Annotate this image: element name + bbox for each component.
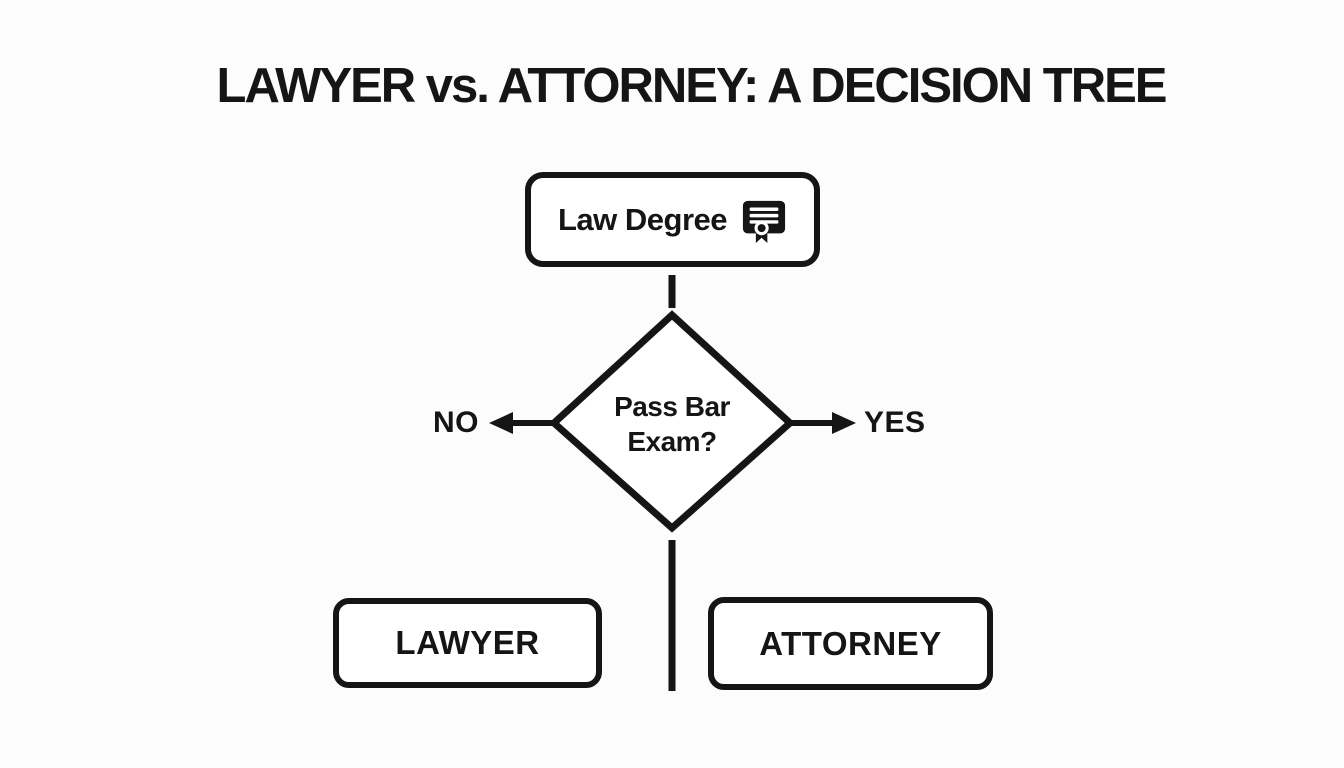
no-arrow-head [489, 412, 513, 434]
page-title: LAWYER vs. ATTORNEY: A DECISION TREE [216, 59, 1168, 113]
branch-label-yes: YES [864, 406, 926, 439]
branch-label-no: NO [433, 406, 479, 439]
node-law-degree: Law Degree [525, 172, 820, 267]
yes-arrow-head [832, 412, 856, 434]
decision-label: Pass Bar Exam? [614, 391, 730, 457]
law-degree-label: Law Degree [557, 201, 728, 237]
attorney-label: ATTORNEY [759, 624, 942, 662]
lawyer-label: LAWYER [395, 624, 540, 661]
certificate-icon [742, 200, 786, 243]
node-lawyer: LAWYER [333, 598, 602, 688]
node-attorney: ATTORNEY [708, 597, 993, 690]
